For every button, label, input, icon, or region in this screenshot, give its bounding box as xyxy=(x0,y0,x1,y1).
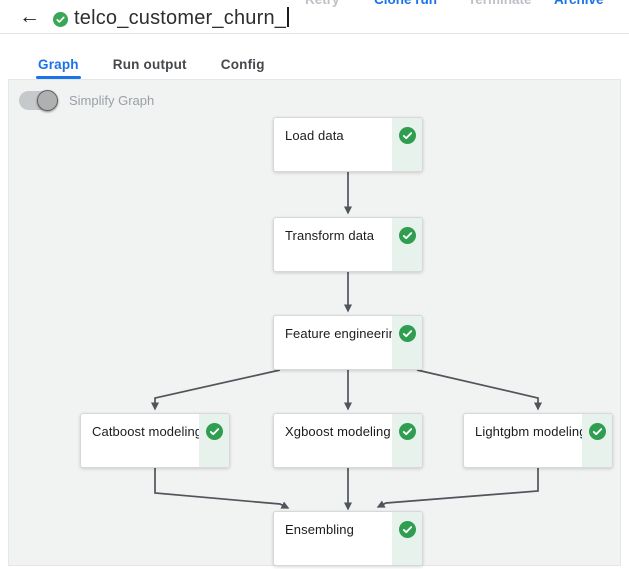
node-label: Ensembling xyxy=(285,522,354,537)
back-arrow-icon[interactable]: ← xyxy=(19,5,40,28)
run-title-text: telco_customer_churn_ xyxy=(74,7,287,29)
active-tab-underline xyxy=(36,76,81,79)
dag-node-xgboost[interactable]: Xgboost modeling xyxy=(273,413,423,468)
action-terminate[interactable]: Terminate xyxy=(468,0,532,7)
check-circle-icon xyxy=(205,423,223,440)
tab-label: Config xyxy=(220,57,265,72)
text-caret xyxy=(287,7,289,27)
tab-label: Graph xyxy=(38,57,79,72)
check-circle-icon xyxy=(588,423,606,440)
check-circle-icon xyxy=(398,423,416,440)
simplify-graph-row: Simplify Graph xyxy=(19,89,155,111)
dag-node-feature[interactable]: Feature engineering xyxy=(273,315,423,370)
node-label: Feature engineering xyxy=(285,326,404,341)
node-status-strip xyxy=(199,414,229,467)
node-label: Catboost modeling xyxy=(92,424,203,439)
action-retry[interactable]: Retry xyxy=(305,0,340,7)
tab-graph[interactable]: Graph xyxy=(36,43,81,79)
dag-node-transform[interactable]: Transform data xyxy=(273,217,423,272)
toggle-thumb[interactable] xyxy=(37,89,58,111)
dag-node-ensembling[interactable]: Ensembling xyxy=(273,511,423,566)
check-circle-icon xyxy=(398,521,416,538)
header-divider xyxy=(0,33,629,34)
node-label: Transform data xyxy=(285,228,375,243)
check-circle-icon xyxy=(398,227,416,244)
dag-edge-catboost-to-ensembling xyxy=(154,468,290,509)
dag-node-load[interactable]: Load data xyxy=(273,117,423,172)
node-status-strip xyxy=(392,316,422,369)
dag-node-catboost[interactable]: Catboost modeling xyxy=(80,413,230,468)
action-clone-run[interactable]: Clone run xyxy=(374,0,437,7)
check-circle-icon xyxy=(398,325,416,342)
run-title-input[interactable]: telco_customer_churn_ xyxy=(74,4,289,32)
node-status-strip xyxy=(392,512,422,565)
tab-label: Run output xyxy=(112,57,187,72)
node-status-strip xyxy=(392,414,422,467)
node-status-strip xyxy=(392,118,422,171)
run-status-success-icon xyxy=(53,12,68,27)
node-label: Lightgbm modeling xyxy=(475,424,587,439)
simplify-graph-label: Simplify Graph xyxy=(69,93,155,108)
check-circle-icon xyxy=(398,127,416,144)
dag-edge-lightgbm-to-ensembling xyxy=(376,468,539,508)
node-status-strip xyxy=(582,414,612,467)
tab-config[interactable]: Config xyxy=(221,43,265,78)
dag-edge-feature-to-lightgbm xyxy=(416,369,542,411)
action-archive[interactable]: Archive xyxy=(554,0,604,7)
dag-node-lightgbm[interactable]: Lightgbm modeling xyxy=(463,413,613,468)
tab-run-output[interactable]: Run output xyxy=(113,43,187,78)
node-status-strip xyxy=(392,218,422,271)
simplify-graph-toggle[interactable] xyxy=(19,89,58,111)
dag-edge-feature-to-catboost xyxy=(151,369,281,411)
tab-bar: Graph Run output Config xyxy=(36,43,265,79)
node-label: Load data xyxy=(285,128,344,143)
node-label: Xgboost modeling xyxy=(285,424,391,439)
